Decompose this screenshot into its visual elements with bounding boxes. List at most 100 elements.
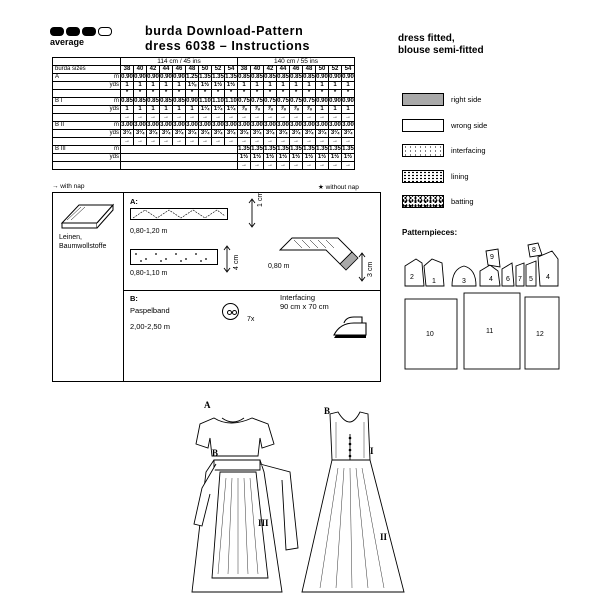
table-cell: →: [263, 137, 277, 146]
sizes-label: burda sizes: [52, 65, 109, 74]
table-cell: *: [276, 89, 290, 98]
fit-line-2: blouse semi-fitted: [398, 45, 484, 56]
size-header: 42: [146, 65, 160, 74]
table-cell: ⅞: [250, 105, 264, 114]
pp-num-6: 6: [506, 276, 510, 283]
table-cell: →: [315, 113, 329, 122]
legend-item: wrong side: [402, 118, 487, 132]
size-header: 52: [328, 65, 342, 74]
table-cell: ⅞: [237, 105, 251, 114]
unit-label: [108, 113, 121, 122]
table-cell: →: [185, 137, 199, 146]
difficulty-dot: [66, 27, 80, 36]
size-header: 38: [120, 65, 134, 74]
row-label: B II: [52, 121, 109, 130]
pp-num-5: 5: [529, 276, 533, 283]
table-cell: →: [315, 137, 329, 146]
size-header: 44: [159, 65, 173, 74]
table-cell: 0.85: [120, 97, 134, 106]
unit-label: yds: [108, 105, 121, 114]
pattern-pieces-title: Patternpieces:: [402, 228, 458, 237]
row-label: B I: [52, 97, 109, 106]
table-cell: →: [289, 137, 303, 146]
table-cell: 1½: [276, 153, 290, 162]
table-cell: 0.85: [250, 73, 264, 82]
pp-num-2: 2: [410, 274, 414, 281]
unit-label: yds: [108, 129, 121, 138]
table-cell: 3.00: [276, 121, 290, 130]
table-cell: 3.00: [341, 121, 355, 130]
strip-length-2: 0,80-1,10 m: [130, 270, 168, 277]
table-cell: 1½: [315, 153, 329, 162]
table-cell: 0.90: [341, 73, 355, 82]
table-cell: →: [120, 137, 134, 146]
pattern-piece-10: [404, 298, 458, 370]
unit-label: [108, 89, 121, 98]
pattern-piece-12: [524, 296, 560, 370]
table-cell: 1: [237, 81, 251, 90]
table-cell: 0.90: [146, 73, 160, 82]
legend-swatch: [402, 144, 444, 157]
table-cell: 1: [276, 81, 290, 90]
table-cell: 1¼: [211, 105, 225, 114]
pattern-piece-4: [479, 264, 501, 287]
table-cell: 1: [159, 81, 173, 90]
table-cell: →: [341, 161, 355, 170]
button-icon: [222, 303, 239, 320]
table-cell: 1½: [198, 81, 212, 90]
table-cell: 3.00: [289, 121, 303, 130]
table-cell: →: [341, 113, 355, 122]
fabric-bolt-icon: [60, 203, 115, 229]
divider: [123, 290, 380, 291]
table-cell: 1.35: [328, 145, 342, 154]
view-label-a: A: [204, 400, 211, 410]
table-cell: 1.35: [341, 145, 355, 154]
table-cell: 3¼: [250, 129, 264, 138]
table-cell: →: [289, 113, 303, 122]
table-cell: 1¼: [224, 105, 238, 114]
table-cell: *: [263, 89, 277, 98]
table-cell: [108, 65, 121, 74]
pp-num-1: 1: [432, 278, 436, 285]
table-cell: 1⅜: [185, 81, 199, 90]
unit-label: yds: [108, 153, 121, 162]
size-header: 50: [198, 65, 212, 74]
table-cell: 0.90: [328, 97, 342, 106]
view-label-b-right: B: [324, 406, 330, 416]
pattern-piece-2: [404, 258, 425, 287]
table-cell: *: [198, 89, 212, 98]
table-cell: 3¼: [289, 129, 303, 138]
table-cell: 1½: [328, 153, 342, 162]
legend-label: batting: [451, 197, 474, 206]
table-cell: *: [237, 89, 251, 98]
pattern-piece-11: [463, 292, 521, 370]
table-cell: →: [237, 137, 251, 146]
table-cell: 1: [172, 81, 186, 90]
unit-label: m: [108, 121, 121, 130]
table-cell: →: [159, 137, 173, 146]
without-nap-note: ★ without nap: [318, 184, 359, 191]
unit-label: [108, 161, 121, 170]
table-cell: →: [198, 137, 212, 146]
table-cell: →: [198, 113, 212, 122]
pp-num-4b: 4: [546, 274, 550, 281]
table-cell: 3¼: [133, 129, 147, 138]
table-cell: 3.00: [172, 121, 186, 130]
table-cell: →: [250, 137, 264, 146]
pp-num-11: 11: [486, 328, 493, 335]
row-label: [52, 153, 109, 162]
unit-label: [108, 137, 121, 146]
pattern-piece-7: [515, 262, 525, 287]
table-cell: 1.10: [211, 97, 225, 106]
table-cell: 1.35: [211, 73, 225, 82]
row-label: [52, 113, 109, 122]
table-cell: →: [250, 161, 264, 170]
table-cell: 0.75: [276, 97, 290, 106]
table-cell: 1.25: [185, 73, 199, 82]
table-cell: →: [302, 113, 316, 122]
table-cell: 1.35: [263, 145, 277, 154]
technical-drawing: A B B I II III: [191, 400, 405, 593]
